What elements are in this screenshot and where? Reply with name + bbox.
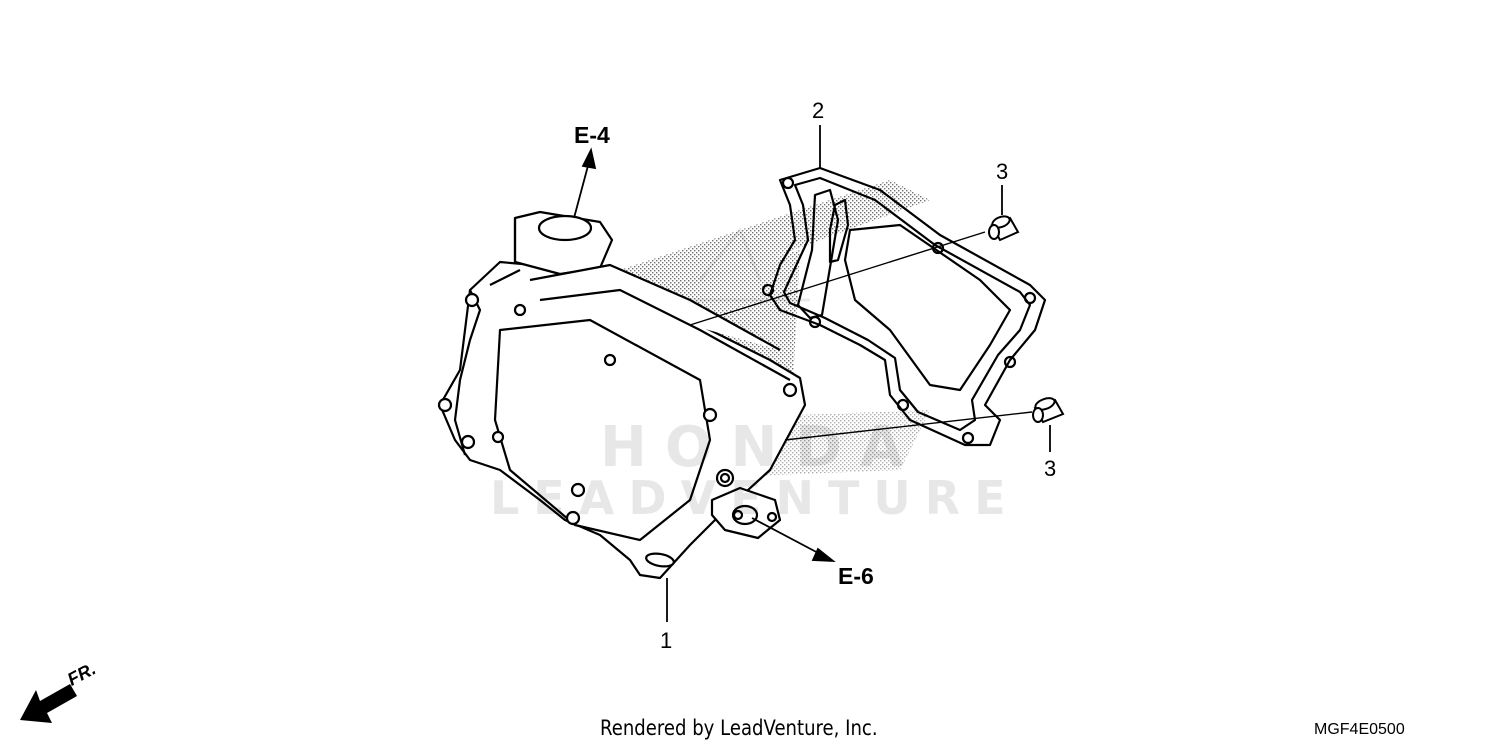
cylinder-part <box>437 210 807 580</box>
callout-part-2: 2 <box>812 98 825 123</box>
fr-arrow-icon <box>20 684 77 723</box>
gasket-part <box>761 166 1047 447</box>
reference-arrow-top <box>573 147 597 219</box>
reference-arrow-bottom <box>751 517 836 563</box>
watermark-logo <box>690 227 810 302</box>
reference-label-bottom: E-6 <box>838 563 874 589</box>
dowel-pin-top <box>988 215 1020 242</box>
watermark-text: LEADVENTURE <box>490 471 1020 525</box>
watermark-brand: HONDA <box>600 415 922 480</box>
callout-part-3-top: 3 <box>996 159 1009 184</box>
leader-lines <box>666 125 1051 622</box>
callout-part-1: 1 <box>660 628 673 653</box>
footer-rendered-by: Rendered by LeadVenture, Inc. <box>600 716 878 740</box>
callout-part-3-bottom: 3 <box>1044 456 1057 481</box>
reference-label-top: E-4 <box>574 122 610 148</box>
assembly-lines <box>689 231 1033 441</box>
footer-diagram-code: MGF4E0500 <box>1314 721 1405 738</box>
dowel-pin-bottom <box>1032 397 1065 424</box>
